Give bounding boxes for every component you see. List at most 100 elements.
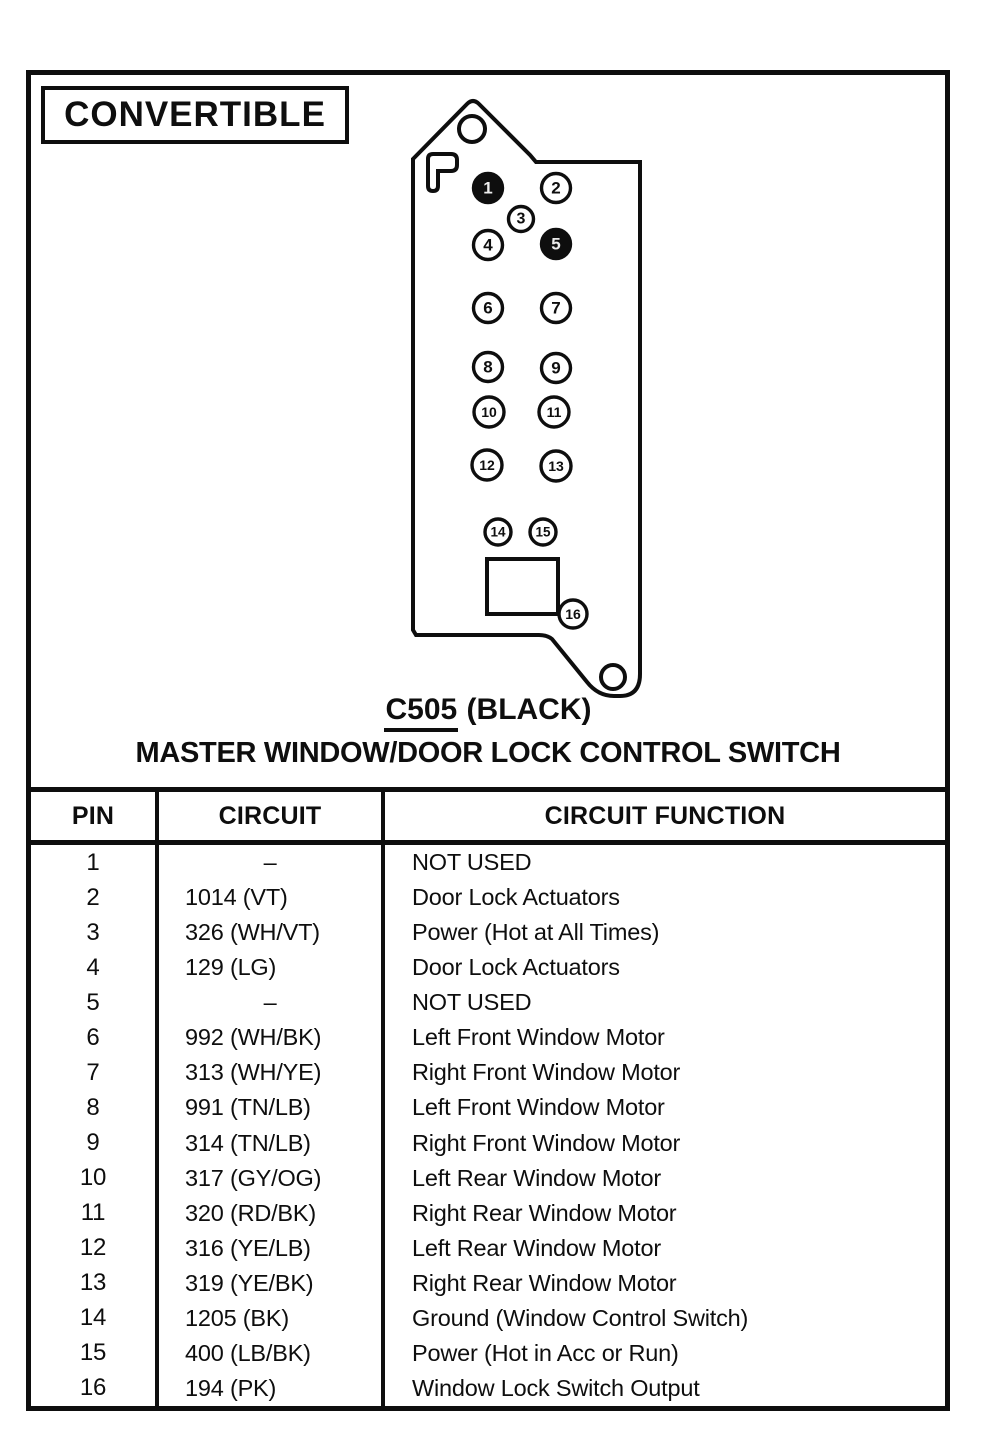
pin-circle bbox=[506, 204, 536, 234]
circuit-cell: 1205 (BK) bbox=[159, 1300, 385, 1336]
pin-cell: 14 bbox=[31, 1300, 159, 1336]
pin-number: 8 bbox=[483, 358, 492, 377]
pin-number: 14 bbox=[490, 525, 506, 540]
pin-cavity-rect bbox=[485, 557, 560, 616]
connector-pin-4: 4 bbox=[471, 228, 505, 262]
circuit-cell: 319 (YE/BK) bbox=[159, 1265, 385, 1301]
table-row: 1–NOT USED bbox=[31, 845, 945, 881]
function-cell: Door Lock Actuators bbox=[412, 884, 620, 911]
function-cell: Left Front Window Motor bbox=[412, 1024, 665, 1051]
function-cell: Right Front Window Motor bbox=[412, 1059, 681, 1086]
function-cell: Right Rear Window Motor bbox=[412, 1269, 677, 1296]
pin-circle bbox=[539, 227, 573, 261]
connector-pin-11: 11 bbox=[537, 395, 571, 429]
connector-pin-2: 2 bbox=[539, 171, 573, 205]
connector-pin-3: 3 bbox=[506, 204, 536, 234]
circuit-cell: 1014 (VT) bbox=[159, 880, 385, 916]
connector-pin-13: 13 bbox=[539, 449, 573, 483]
pin-circle bbox=[537, 395, 571, 429]
diagram-title: MASTER WINDOW/DOOR LOCK CONTROL SWITCH bbox=[135, 737, 841, 769]
connector-caption: C505 (BLACK) bbox=[31, 693, 945, 732]
function-cell: NOT USED bbox=[412, 989, 532, 1016]
connector-pin-12: 12 bbox=[470, 448, 504, 482]
function-cell: Power (Hot at All Times) bbox=[412, 919, 660, 946]
connector-pin-15: 15 bbox=[528, 517, 558, 547]
circuit-cell: – bbox=[159, 845, 385, 881]
pin-number: 16 bbox=[565, 606, 581, 622]
connector-pin-8: 8 bbox=[471, 350, 505, 384]
pin-cell: 12 bbox=[31, 1230, 159, 1266]
pin-number: 9 bbox=[551, 359, 560, 378]
connector-pin-5: 5 bbox=[539, 227, 573, 261]
pin-number: 4 bbox=[483, 236, 493, 255]
function-cell: Left Rear Window Motor bbox=[412, 1234, 661, 1261]
connector-color: (BLACK) bbox=[458, 693, 592, 726]
variant-label: CONVERTIBLE bbox=[64, 95, 326, 134]
circuit-cell: 194 (PK) bbox=[159, 1370, 385, 1406]
pin-cell: 10 bbox=[31, 1160, 159, 1196]
table-row: 5–NOT USED bbox=[31, 985, 945, 1021]
connector-pin-6: 6 bbox=[471, 291, 505, 325]
circuit-cell: 991 (TN/LB) bbox=[159, 1090, 385, 1126]
pin-circle bbox=[539, 449, 573, 483]
connector-outline bbox=[411, 99, 642, 698]
function-cell: Power (Hot in Acc or Run) bbox=[412, 1339, 679, 1366]
pin-circle bbox=[471, 228, 505, 262]
connector-pin-1: 1 bbox=[471, 171, 505, 205]
header-pin: PIN bbox=[31, 792, 159, 840]
pin-number: 1 bbox=[483, 179, 492, 198]
circuit-cell: – bbox=[159, 985, 385, 1021]
circuit-cell: 400 (LB/BK) bbox=[159, 1335, 385, 1371]
function-cell: Right Front Window Motor bbox=[412, 1129, 681, 1156]
pin-circle bbox=[557, 598, 589, 630]
function-cell: NOT USED bbox=[412, 849, 532, 876]
pin-number: 7 bbox=[551, 299, 560, 318]
pin-circle bbox=[539, 291, 573, 325]
pin-number: 15 bbox=[535, 525, 551, 540]
circuit-cell: 313 (WH/YE) bbox=[159, 1055, 385, 1091]
function-cell: Right Rear Window Motor bbox=[412, 1199, 677, 1226]
circuit-cell: 317 (GY/OG) bbox=[159, 1160, 385, 1196]
mounting-hole-top-icon bbox=[457, 114, 487, 144]
pin-cell: 4 bbox=[31, 950, 159, 986]
pin-number: 6 bbox=[483, 299, 492, 318]
pin-cell: 6 bbox=[31, 1020, 159, 1056]
connector-pin-9: 9 bbox=[539, 351, 573, 385]
header-circuit-function: CIRCUIT FUNCTION bbox=[544, 801, 786, 830]
mounting-hole-bottom-icon bbox=[599, 663, 627, 691]
function-cell: Left Front Window Motor bbox=[412, 1094, 665, 1121]
connector-pin-16: 16 bbox=[557, 598, 589, 630]
pin-cell: 16 bbox=[31, 1370, 159, 1406]
table-header-row: PIN CIRCUIT CIRCUIT FUNCTION bbox=[31, 792, 945, 845]
pin-number: 5 bbox=[551, 235, 560, 254]
connector-pin-10: 10 bbox=[472, 395, 506, 429]
pin-circle bbox=[470, 448, 504, 482]
pin-cell: 9 bbox=[31, 1125, 159, 1161]
pin-circle bbox=[471, 171, 505, 205]
pin-cell: 13 bbox=[31, 1265, 159, 1301]
pin-cell: 11 bbox=[31, 1195, 159, 1231]
pin-cell: 3 bbox=[31, 915, 159, 951]
circuit-cell: 326 (WH/VT) bbox=[159, 915, 385, 951]
pin-cell: 7 bbox=[31, 1055, 159, 1091]
connector-pin-14: 14 bbox=[483, 517, 513, 547]
variant-label-box: CONVERTIBLE bbox=[41, 86, 349, 144]
keying-flag-icon bbox=[426, 152, 459, 194]
connector-pin-7: 7 bbox=[539, 291, 573, 325]
pin-circle bbox=[483, 517, 513, 547]
circuit-cell: 129 (LG) bbox=[159, 950, 385, 986]
